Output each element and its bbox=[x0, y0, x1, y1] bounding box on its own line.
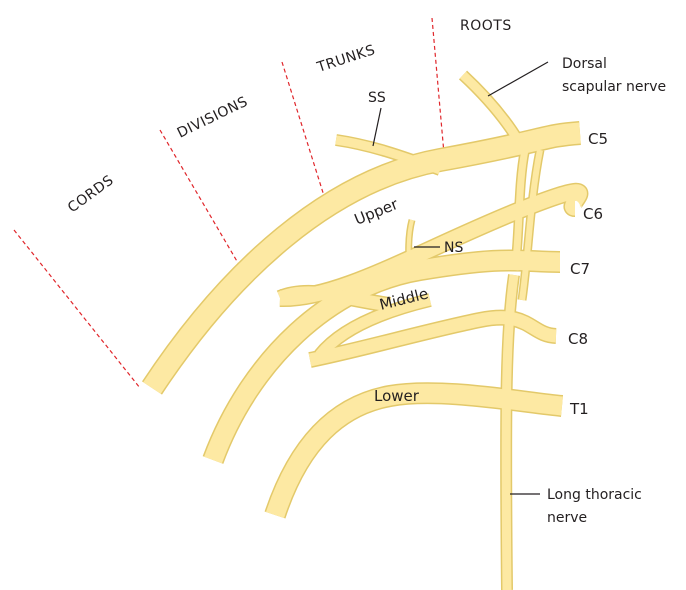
root-label-c7: C7 bbox=[570, 260, 590, 278]
nerve-label-dorsal-scapular-1: Dorsal bbox=[562, 56, 607, 72]
trunk-label-lower: Lower bbox=[374, 387, 420, 405]
nerve-label-ns: NS bbox=[444, 240, 463, 256]
region-label-roots: ROOTS bbox=[460, 18, 512, 34]
root-label-t1: T1 bbox=[569, 400, 589, 418]
cords-outer-boundary bbox=[14, 230, 140, 388]
nerve-label-dorsal-scapular-2: scapular nerve bbox=[562, 79, 666, 95]
nerve-label-long-thoracic-2: nerve bbox=[547, 510, 587, 526]
region-label-trunks: TRUNKS bbox=[314, 42, 377, 76]
root-label-c5: C5 bbox=[588, 130, 608, 148]
divisions-cords-boundary bbox=[160, 130, 248, 280]
ss-leader bbox=[373, 108, 381, 146]
nerve-label-long-thoracic-1: Long thoracic bbox=[547, 487, 642, 503]
root-label-c8: C8 bbox=[568, 330, 588, 348]
nerve-bands bbox=[152, 75, 580, 590]
trunks-divisions-boundary bbox=[282, 62, 330, 215]
region-label-divisions: DIVISIONS bbox=[175, 94, 251, 142]
root-label-c6: C6 bbox=[583, 205, 603, 223]
dorsal-scapular-leader bbox=[488, 62, 548, 96]
nerve-label-ss: SS bbox=[368, 90, 386, 106]
roots-trunks-boundary bbox=[432, 18, 445, 165]
region-label-cords: CORDS bbox=[65, 172, 117, 216]
